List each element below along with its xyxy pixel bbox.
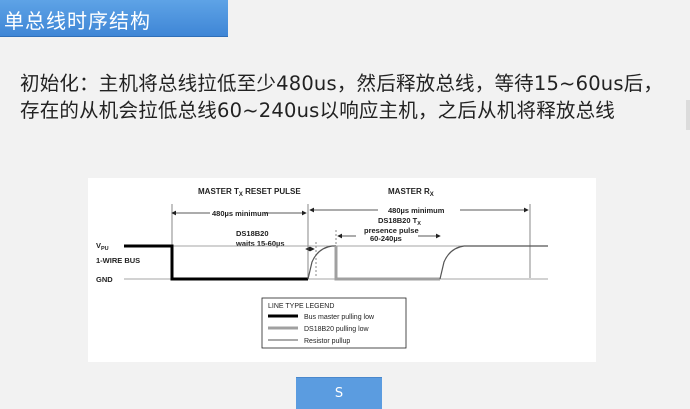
pullup-wave-1: [307, 245, 336, 280]
master-pull-low-wave: [124, 244, 308, 281]
ds-tx-line2: presence pulse: [364, 226, 419, 235]
gnd-label: GND: [96, 275, 113, 284]
master-rx-duration: 480µs minimum: [388, 206, 445, 215]
vpu-label: VPU: [96, 241, 109, 252]
timing-diagram-svg: MASTER TX RESET PULSE MASTER RX 480µs mi…: [96, 187, 548, 349]
master-tx-duration: 480µs minimum: [212, 209, 269, 218]
ds-tx-line1: DS18B20 TX: [378, 216, 421, 227]
legend-item-master: Bus master pulling low: [304, 314, 375, 321]
slide-title: 单总线时序结构: [4, 9, 151, 33]
bottom-s-button[interactable]: S: [296, 377, 382, 409]
bus-label: 1-WIRE BUS: [96, 256, 140, 265]
legend-title: LINE TYPE LEGEND: [268, 303, 334, 310]
pullup-wave-2: [439, 245, 548, 280]
right-edge-tab[interactable]: [686, 100, 690, 130]
legend-item-ds18b20: DS18B20 pulling low: [304, 326, 370, 333]
master-tx-label: MASTER TX RESET PULSE: [198, 187, 301, 198]
ds-wait-line2: waits 15-60µs: [235, 239, 285, 248]
timing-diagram: MASTER TX RESET PULSE MASTER RX 480µs mi…: [88, 178, 596, 362]
slide-title-bar: 单总线时序结构: [0, 0, 228, 37]
ds-tx-line3: 60-240µs: [370, 234, 402, 243]
slide-paragraph: 初始化：主机将总线拉低至少480us，然后释放总线，等待15~60us后，存在的…: [20, 72, 664, 122]
ds-wait-line1: DS18B20: [236, 229, 269, 238]
ds18b20-pull-low-wave: [334, 246, 440, 281]
legend-item-pullup: Resistor pullup: [304, 338, 350, 345]
master-rx-label: MASTER RX: [388, 187, 434, 198]
